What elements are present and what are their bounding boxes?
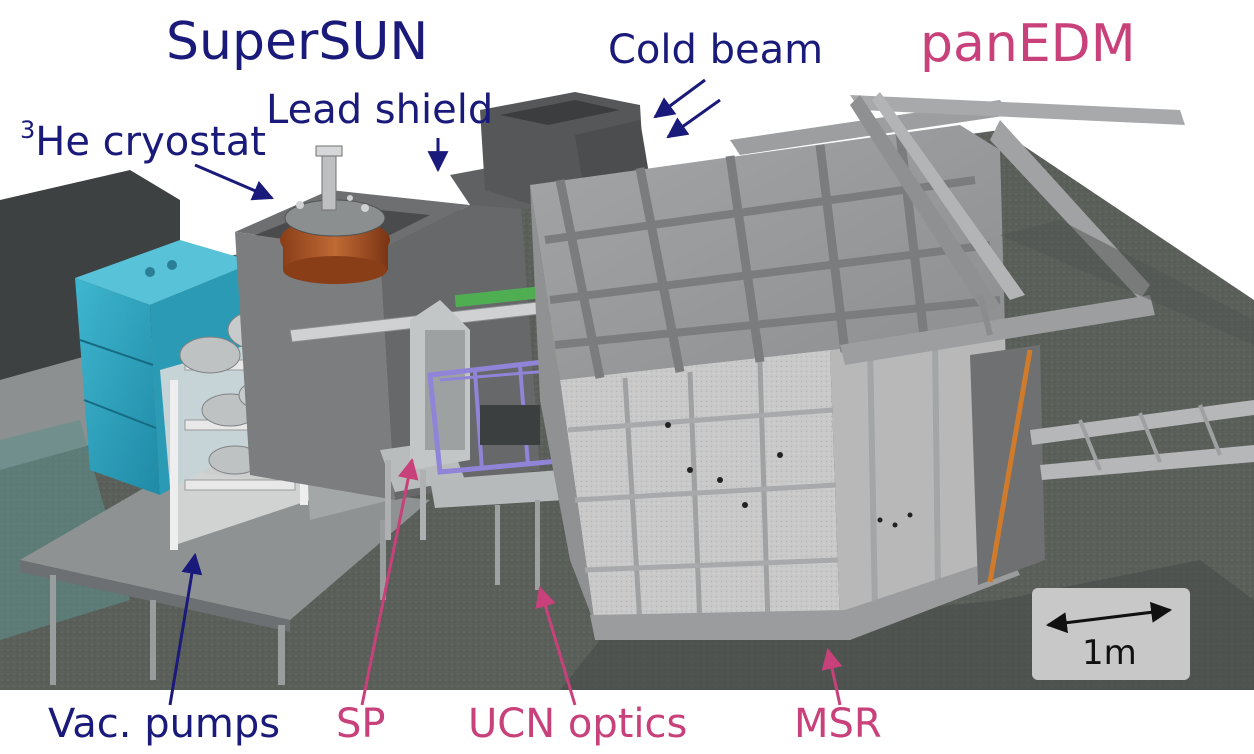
arrow-msr <box>821 647 843 706</box>
ucn-optics-assembly <box>380 284 573 590</box>
lead-shield-front <box>235 232 395 500</box>
msr-left-face <box>530 185 595 625</box>
cold-beam-label: Cold beam <box>608 27 824 73</box>
lead-shield-label: Lead shield <box>266 87 494 133</box>
panedm-title: panEDM <box>920 14 1136 74</box>
ucn-optics-label: UCN optics <box>468 701 688 747</box>
transport-rails <box>1000 220 1254 480</box>
msr-door <box>970 345 1045 585</box>
cyan-cabinet-front <box>75 278 160 495</box>
supersun-title: SuperSUN <box>166 12 429 72</box>
cryostat-label: 3He cryostat <box>20 118 266 165</box>
cryostat-isotope-superscript: 3 <box>20 116 36 144</box>
msr-front <box>560 350 840 625</box>
arrow-sp <box>360 457 419 706</box>
sp-label: SP <box>336 701 386 747</box>
cryostat-label-text: He cryostat <box>35 119 266 165</box>
scale-bar-label: 1m <box>1082 633 1137 673</box>
msr-room <box>530 125 1045 640</box>
scale-bar-arrow <box>1045 601 1173 634</box>
msr-label: MSR <box>794 701 882 747</box>
cyan-cabinet-top <box>75 240 255 305</box>
arrow-cold-beam-1 <box>653 78 706 119</box>
arrow-cryostat <box>194 163 274 201</box>
vac-pumps-label: Vac. pumps <box>48 701 281 747</box>
arrow-ucn-optics <box>535 585 577 706</box>
arrow-vac-pumps <box>168 552 203 706</box>
arrow-cold-beam-2 <box>666 98 721 139</box>
